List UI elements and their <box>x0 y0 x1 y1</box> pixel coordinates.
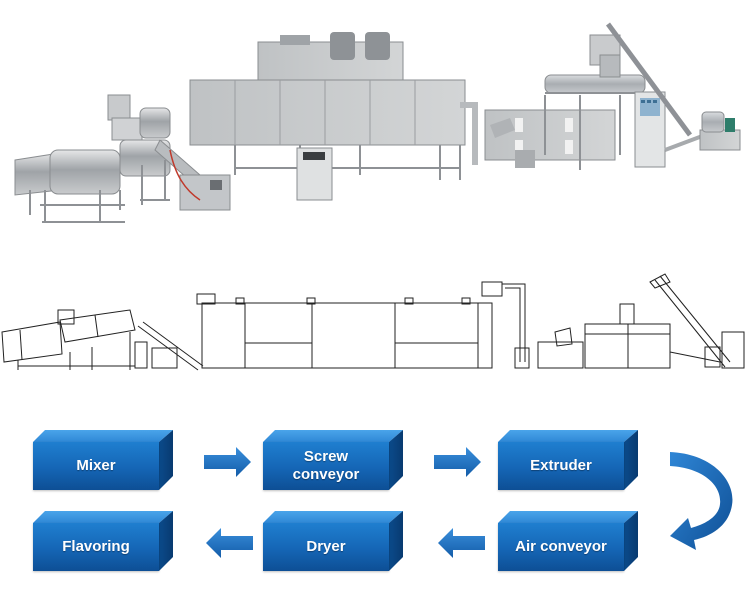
flow-step-label: Screw conveyor <box>292 448 360 483</box>
mixer-machine <box>699 111 741 151</box>
machinery-photo-illustration <box>14 22 741 223</box>
production-line-schematic <box>1 273 745 371</box>
flow-step-extruder: Extruder <box>498 430 638 492</box>
extruder-machine <box>484 34 655 170</box>
production-line-drawing <box>0 262 750 392</box>
flow-step-label: Flavoring <box>62 538 130 555</box>
dryer-machine <box>189 32 478 201</box>
arrow-right-icon <box>204 447 251 477</box>
drawing-dryer <box>196 281 530 369</box>
drawing-screw-conveyor-and-mixer <box>649 273 745 369</box>
flow-step-dryer: Dryer <box>263 511 403 573</box>
arrow-right-icon <box>434 447 481 477</box>
drawing-flavoring-drums <box>1 309 204 371</box>
machinery-photo <box>0 0 750 250</box>
screw-conveyor-machine <box>605 22 706 152</box>
process-flow-diagram: Mixer Screw conveyor Extruder Air convey… <box>0 410 750 600</box>
flow-step-mixer: Mixer <box>33 430 173 492</box>
flow-step-label: Air conveyor <box>515 538 607 555</box>
curved-arrow-down-left-icon <box>670 452 733 550</box>
drawing-extruder <box>537 303 671 369</box>
flow-step-flavoring: Flavoring <box>33 511 173 573</box>
flow-step-label: Extruder <box>530 457 592 474</box>
flow-step-label: Dryer <box>306 538 346 555</box>
flavoring-drum-machine <box>14 94 231 223</box>
flow-step-screw-conveyor: Screw conveyor <box>263 430 403 492</box>
arrow-left-icon <box>206 528 253 558</box>
arrow-left-icon <box>438 528 485 558</box>
flow-step-air-conveyor: Air conveyor <box>498 511 638 573</box>
flow-step-label: Mixer <box>76 457 116 474</box>
